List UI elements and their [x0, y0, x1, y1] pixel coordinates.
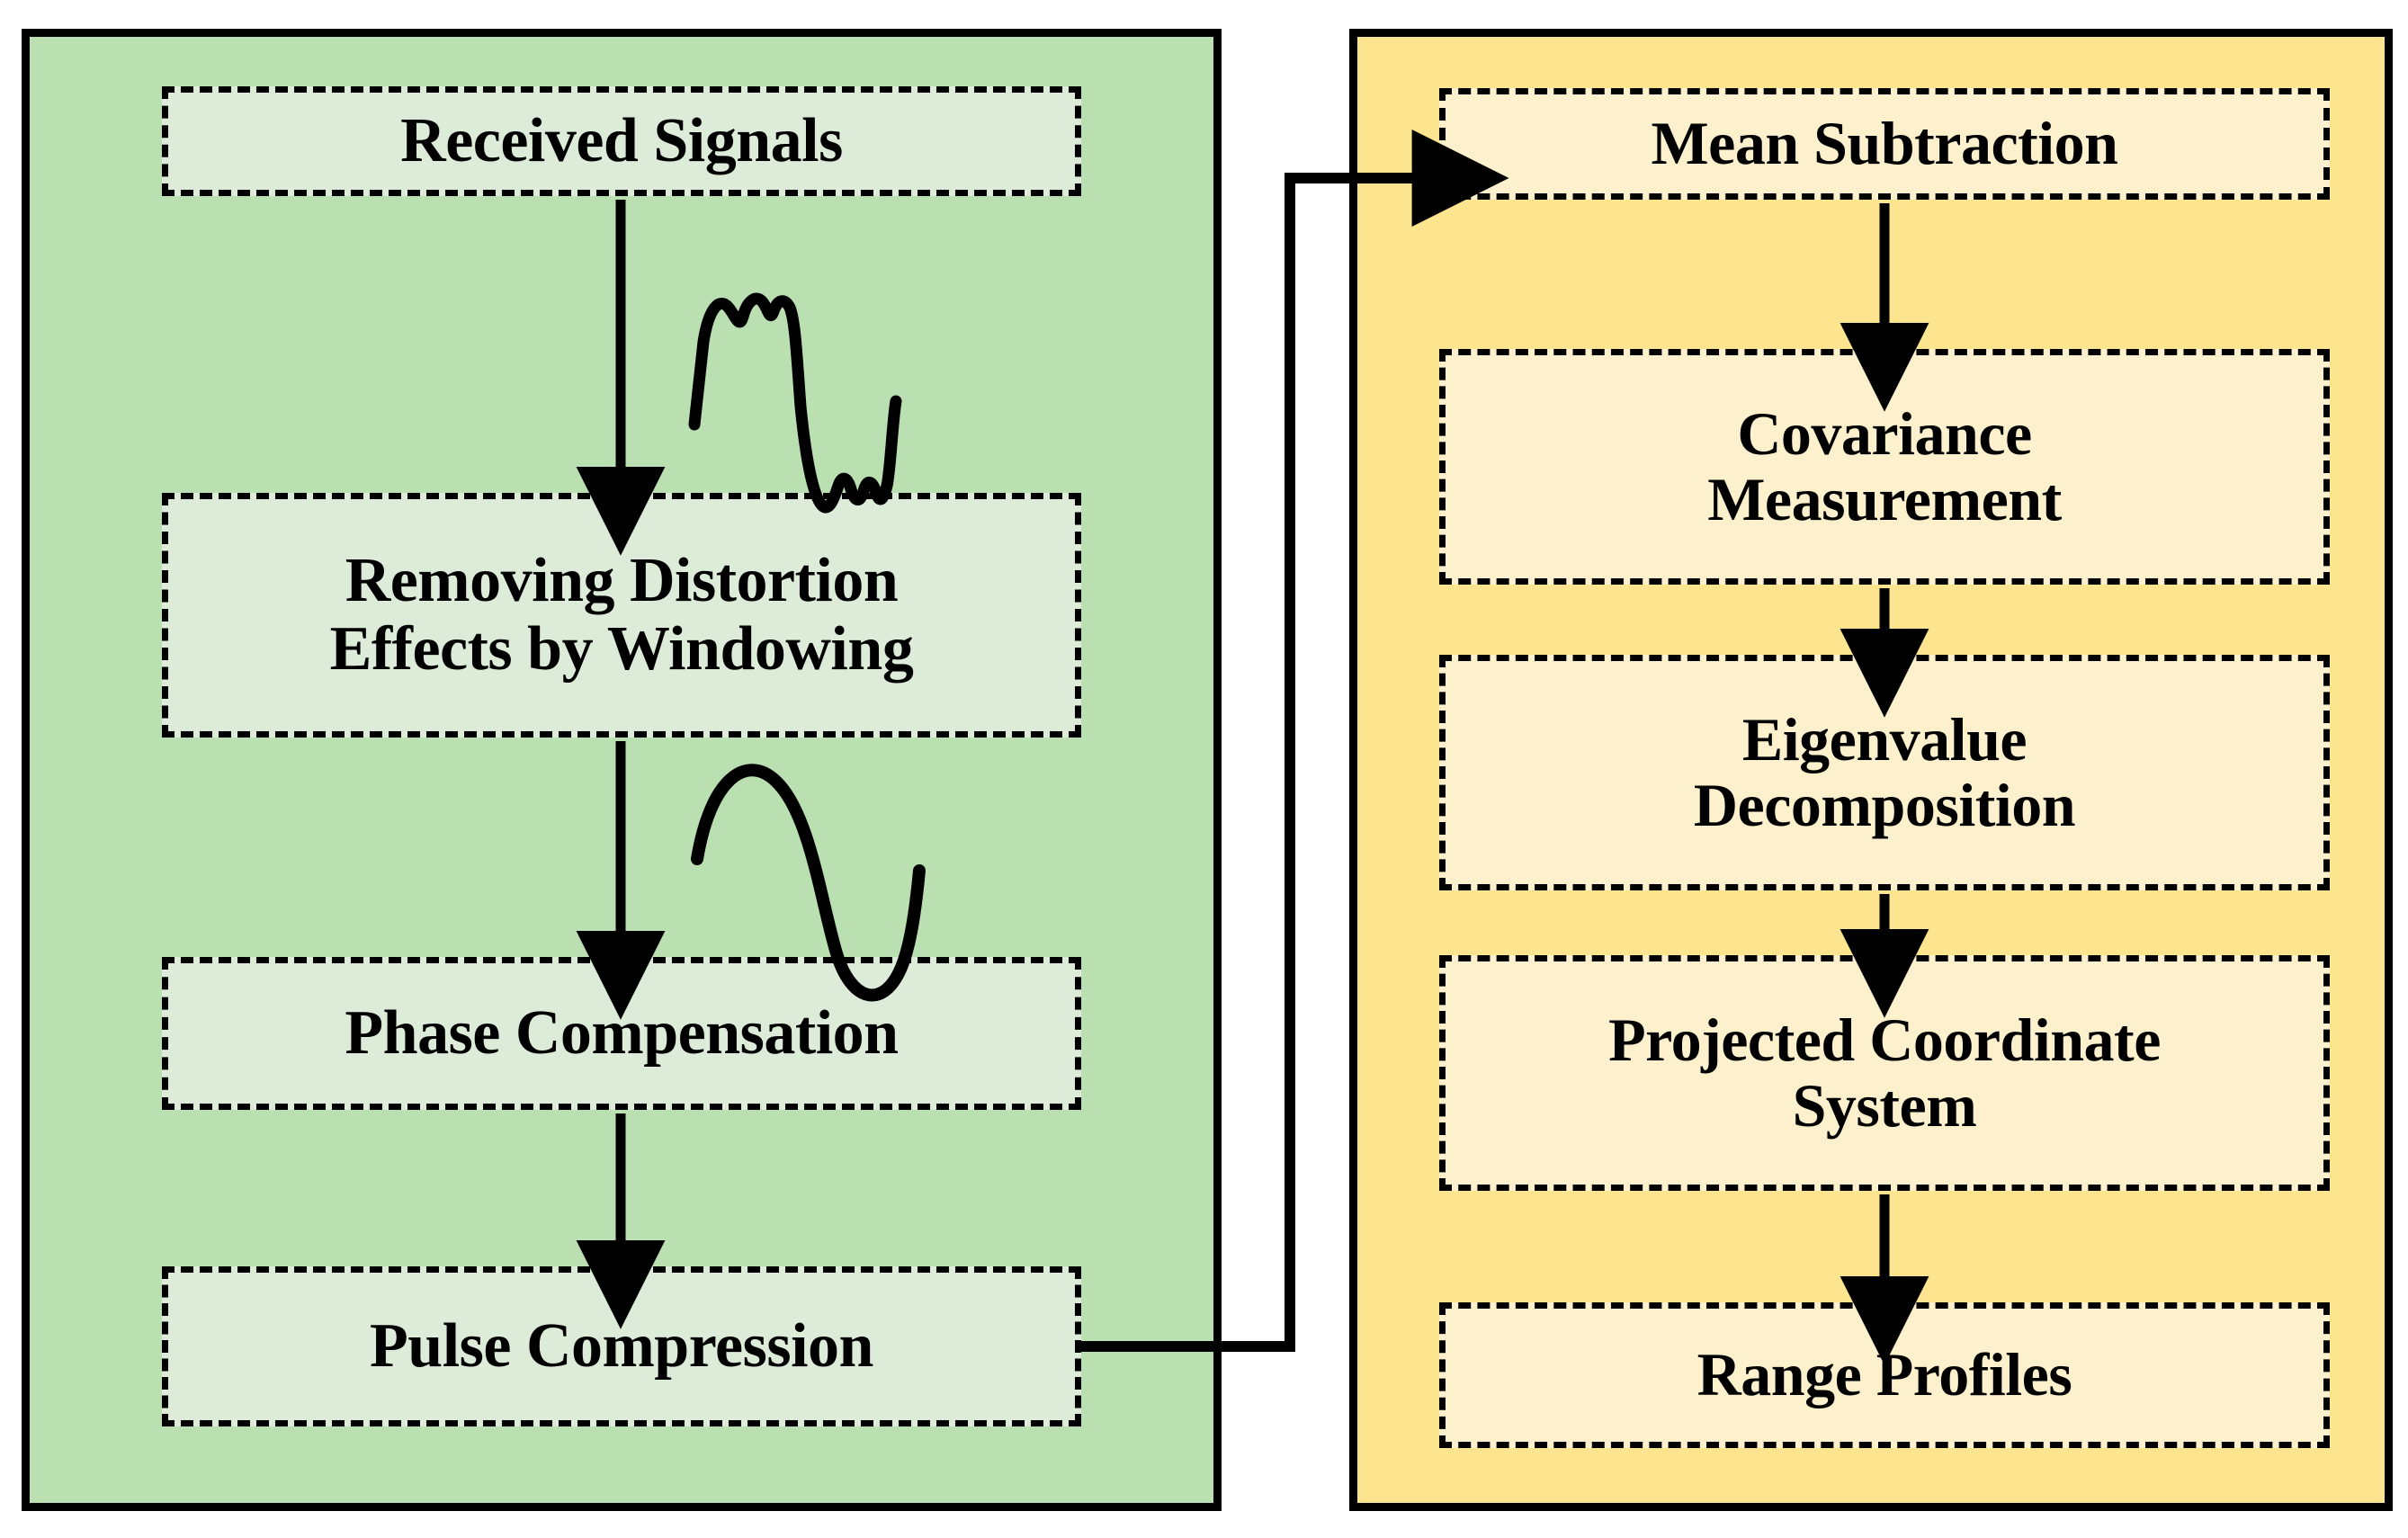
node-received-signals-label: Received Signals	[400, 106, 843, 176]
node-mean-subtraction[interactable]: Mean Subtraction	[1439, 88, 2330, 200]
node-received-signals[interactable]: Received Signals	[162, 86, 1081, 196]
node-removing-distortion-line-2: Effects by Windowing	[329, 614, 914, 684]
node-eigenvalue-decomposition-line-2: Decomposition	[1693, 771, 2076, 839]
node-range-profiles[interactable]: Range Profiles	[1439, 1302, 2330, 1448]
node-phase-compensation-label: Phase Compensation	[345, 998, 899, 1069]
node-removing-distortion[interactable]: Removing Distortion Effects by Windowing	[162, 493, 1081, 738]
node-eigenvalue-decomposition-label: Eigenvalue Decomposition	[1455, 704, 2314, 839]
node-covariance-measurement-line-2: Measurement	[1707, 465, 2062, 533]
node-removing-distortion-line-1: Removing Distortion	[345, 546, 899, 616]
node-eigenvalue-decomposition[interactable]: Eigenvalue Decomposition	[1439, 655, 2330, 890]
node-removing-distortion-label: Removing Distortion Effects by Windowing	[177, 547, 1066, 683]
node-projected-coordinate-system-line-2: System	[1792, 1071, 1977, 1140]
node-range-profiles-label: Range Profiles	[1696, 1340, 2072, 1409]
node-phase-compensation[interactable]: Phase Compensation	[162, 957, 1081, 1110]
node-pulse-compression-label: Pulse Compression	[370, 1311, 873, 1382]
node-projected-coordinate-system[interactable]: Projected Coordinate System	[1439, 955, 2330, 1191]
node-eigenvalue-decomposition-line-1: Eigenvalue	[1741, 704, 2028, 773]
node-projected-coordinate-system-label: Projected Coordinate System	[1455, 1005, 2314, 1140]
node-covariance-measurement-label: Covariance Measurement	[1455, 398, 2314, 533]
node-covariance-measurement-line-1: Covariance	[1737, 398, 2032, 468]
node-mean-subtraction-label: Mean Subtraction	[1651, 109, 2119, 178]
node-pulse-compression[interactable]: Pulse Compression	[162, 1266, 1081, 1426]
node-covariance-measurement[interactable]: Covariance Measurement	[1439, 349, 2330, 585]
node-projected-coordinate-system-line-1: Projected Coordinate	[1608, 1005, 2161, 1074]
